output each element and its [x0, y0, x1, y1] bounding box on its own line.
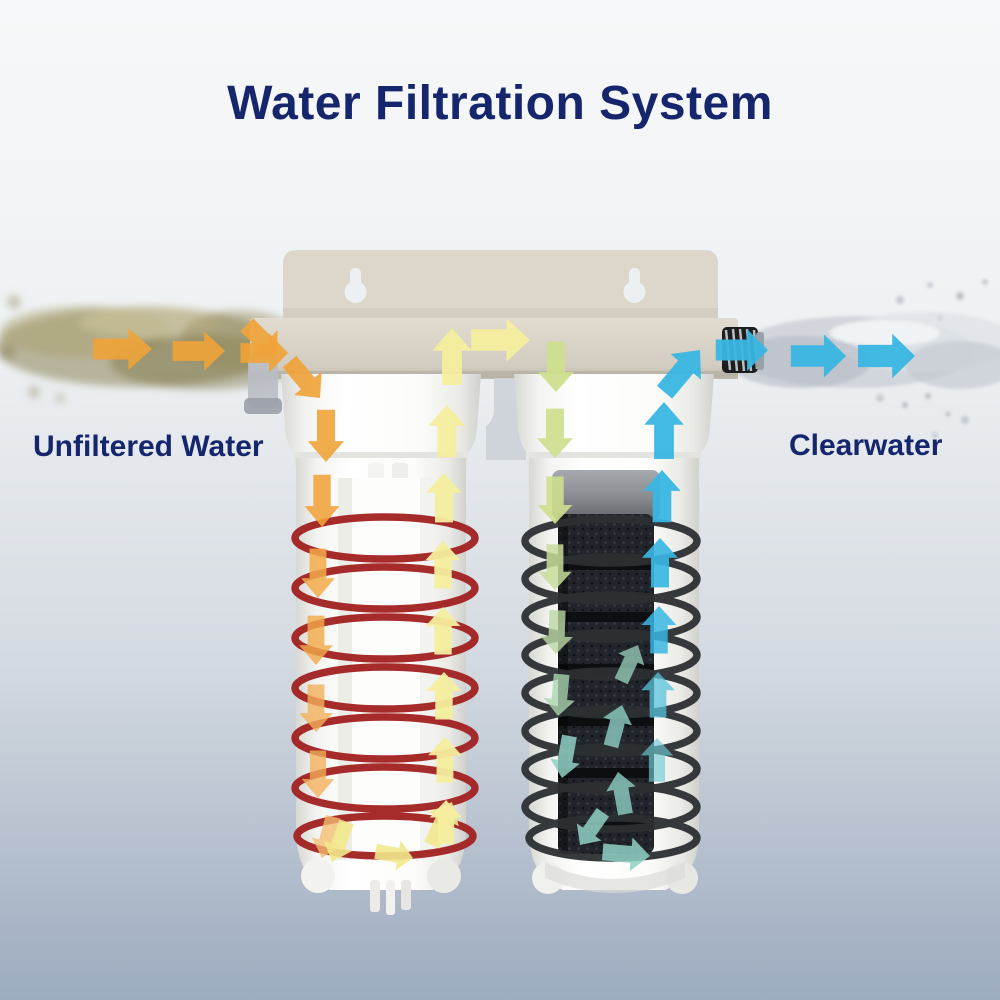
label-unfiltered-water: Unfiltered Water — [33, 430, 264, 463]
clean-water-splash — [730, 279, 1000, 438]
page-title: Water Filtration System — [227, 77, 773, 130]
label-clearwater: Clearwater — [789, 429, 943, 462]
mounting-bracket — [283, 250, 718, 322]
housing-feet — [370, 880, 411, 915]
keyhole-slot-icon — [344, 268, 367, 303]
carbon-cartridge — [552, 470, 660, 854]
keyhole-slot-icon — [623, 268, 646, 303]
